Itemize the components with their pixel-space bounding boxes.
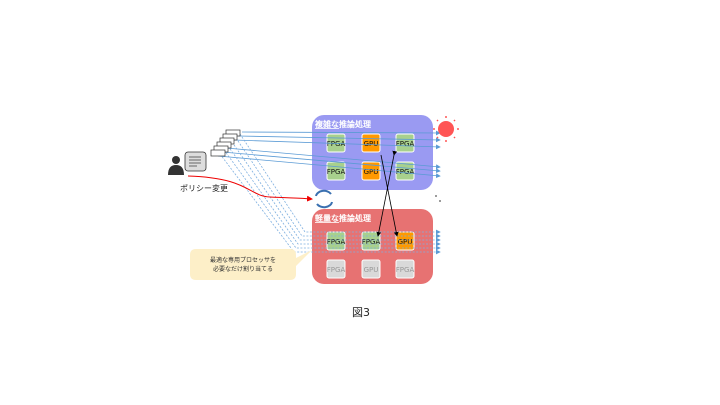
idle-gpu-chip: GPU	[361, 259, 381, 279]
light-title-rest: 推論処理	[339, 213, 371, 223]
policy-change-label: ポリシー変更	[180, 183, 228, 193]
heavy-title-underlined: 複雑な	[314, 119, 339, 129]
chip-label: FPGA	[396, 140, 415, 148]
svg-text:複雑な推論処理: 複雑な推論処理	[314, 119, 371, 129]
figure-caption: 図3	[352, 306, 370, 319]
gpu-chip: GPU	[361, 133, 381, 153]
heavy-title-rest: 推論処理	[339, 119, 371, 129]
reallocation-arrows	[376, 150, 399, 237]
fpga-chip: FPGA	[395, 133, 415, 153]
fpga-chip: FPGA	[361, 231, 381, 251]
chip-label: FPGA	[396, 168, 415, 176]
chip-label: FPGA	[327, 238, 346, 246]
chip-label: FPGA	[396, 266, 415, 274]
callout-line-1: 最適な専用プロセッサを	[210, 256, 276, 264]
fpga-chip: FPGA	[326, 161, 346, 181]
chip-label: GPU	[364, 168, 379, 176]
idle-fpga-chip: FPGA	[395, 259, 415, 279]
chip-label: FPGA	[327, 168, 346, 176]
idle-fpga-chip: FPGA	[326, 259, 346, 279]
light-title-underlined: 軽量な	[315, 213, 339, 223]
request-envelopes	[210, 129, 241, 157]
chip-label: GPU	[364, 140, 379, 148]
policy-document-icon	[184, 151, 207, 172]
chip-label: GPU	[398, 238, 413, 246]
callout-line-2: 必要なだけ割り当てる	[213, 265, 273, 273]
refresh-icon	[315, 189, 333, 209]
svg-text:軽量な推論処理: 軽量な推論処理	[315, 213, 371, 223]
chip-label: GPU	[364, 266, 379, 274]
callout: 最適な専用プロセッサを 必要なだけ割り当てる	[190, 249, 312, 280]
chip-label: FPGA	[362, 238, 381, 246]
person-icon	[168, 156, 184, 175]
moon-icon	[435, 191, 457, 213]
chip-label: FPGA	[327, 266, 346, 274]
policy-change-arrow	[187, 175, 313, 202]
fpga-chip: FPGA	[395, 161, 415, 181]
sun-icon	[433, 116, 459, 142]
gpu-chip: GPU	[395, 231, 415, 251]
chip-label: FPGA	[327, 140, 346, 148]
fpga-chip: FPGA	[326, 231, 346, 251]
